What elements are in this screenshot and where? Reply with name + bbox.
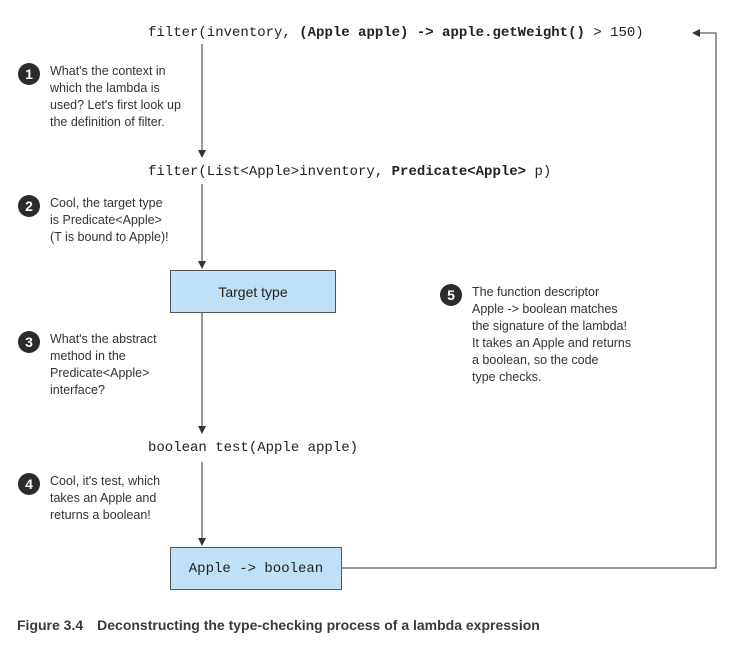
code-part: > 150): [584, 25, 644, 41]
step-3: 3 What's the abstract method in the Pred…: [18, 331, 157, 399]
filter-definition: filter(List<Apple>inventory, Predicate<A…: [148, 164, 551, 180]
test-method-signature: boolean test(Apple apple): [148, 440, 359, 456]
target-type-box: Target type: [170, 270, 336, 313]
lambda-filter-call: filter(inventory, (Apple apple) -> apple…: [148, 25, 644, 41]
step-text: Cool, the target type is Predicate<Apple…: [50, 196, 169, 244]
code-part: p): [526, 164, 552, 180]
figure-caption: Figure 3.4 Deconstructing the type-checki…: [17, 617, 540, 633]
code-part: filter(List<Apple>inventory,: [148, 164, 392, 180]
step-text: What's the context in which the lambda i…: [50, 64, 181, 129]
step-number-badge: 1: [18, 63, 40, 85]
step-2: 2 Cool, the target type is Predicate<App…: [18, 195, 169, 246]
figure-number: Figure 3.4: [17, 617, 84, 633]
step-number-badge: 3: [18, 331, 40, 353]
feedback-line-descriptor-to-lambda: [342, 29, 717, 569]
code-part-bold: Predicate<Apple>: [391, 164, 527, 180]
step-number-badge: 4: [18, 473, 40, 495]
function-descriptor-box: Apple -> boolean: [170, 547, 342, 590]
step-text: What's the abstract method in the Predic…: [50, 332, 157, 397]
step-5: 5 The function descriptor Apple -> boole…: [440, 284, 631, 386]
figure-title: Deconstructing the type-checking process…: [97, 617, 540, 633]
step-4: 4 Cool, it's test, which takes an Apple …: [18, 473, 160, 524]
step-number-badge: 2: [18, 195, 40, 217]
step-1: 1 What's the context in which the lambda…: [18, 63, 181, 131]
code-part: filter(inventory,: [148, 25, 300, 41]
step-text: The function descriptor Apple -> boolean…: [472, 285, 632, 384]
code-part-bold: (Apple apple) -> apple.getWeight(): [299, 25, 585, 41]
step-number-badge: 5: [440, 284, 462, 306]
step-text: Cool, it's test, which takes an Apple an…: [50, 474, 161, 522]
